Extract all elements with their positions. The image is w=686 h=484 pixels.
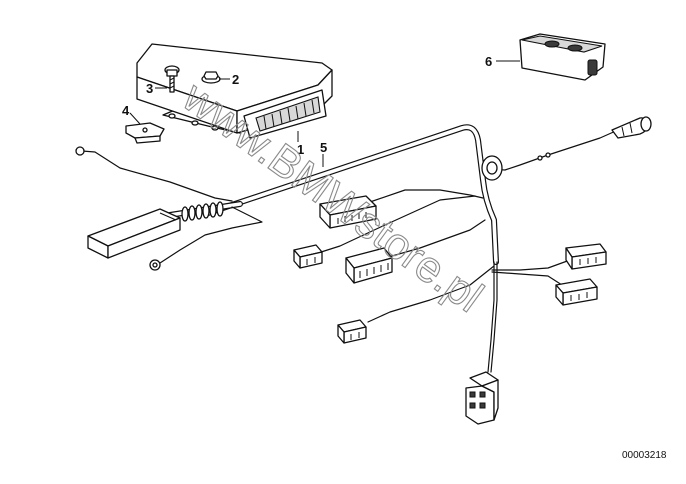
connector-2pin-left — [293, 244, 323, 269]
bracket — [125, 122, 165, 144]
main-harness-connector — [87, 208, 181, 259]
connector-middle-6pin — [345, 247, 393, 284]
callout-2: 2 — [232, 72, 239, 87]
ground-eyelet-top — [75, 146, 85, 156]
document-number: 00003218 — [622, 450, 667, 461]
callout-1: 1 — [297, 142, 304, 157]
connector-pins — [263, 99, 315, 130]
connector-upper-6pin — [319, 195, 377, 229]
connector-right-upper — [565, 243, 607, 270]
switch — [519, 33, 606, 81]
watermark: www.BMWstore.pl — [173, 72, 491, 322]
connector-bottom-relay — [465, 371, 499, 425]
leader-lines — [129, 60, 520, 167]
callout-4: 4 — [122, 103, 130, 118]
control-unit — [136, 43, 333, 139]
grommet — [481, 155, 503, 181]
screw — [164, 65, 180, 93]
connector-2pin-bottom — [337, 319, 367, 344]
wiring-harness — [75, 116, 652, 425]
callout-6: 6 — [485, 54, 492, 69]
callout-5: 5 — [320, 140, 327, 155]
callout-3: 3 — [146, 81, 153, 96]
connector-right-lower — [555, 278, 598, 306]
round-plug — [611, 116, 652, 139]
corrugated-sleeve — [181, 201, 224, 222]
